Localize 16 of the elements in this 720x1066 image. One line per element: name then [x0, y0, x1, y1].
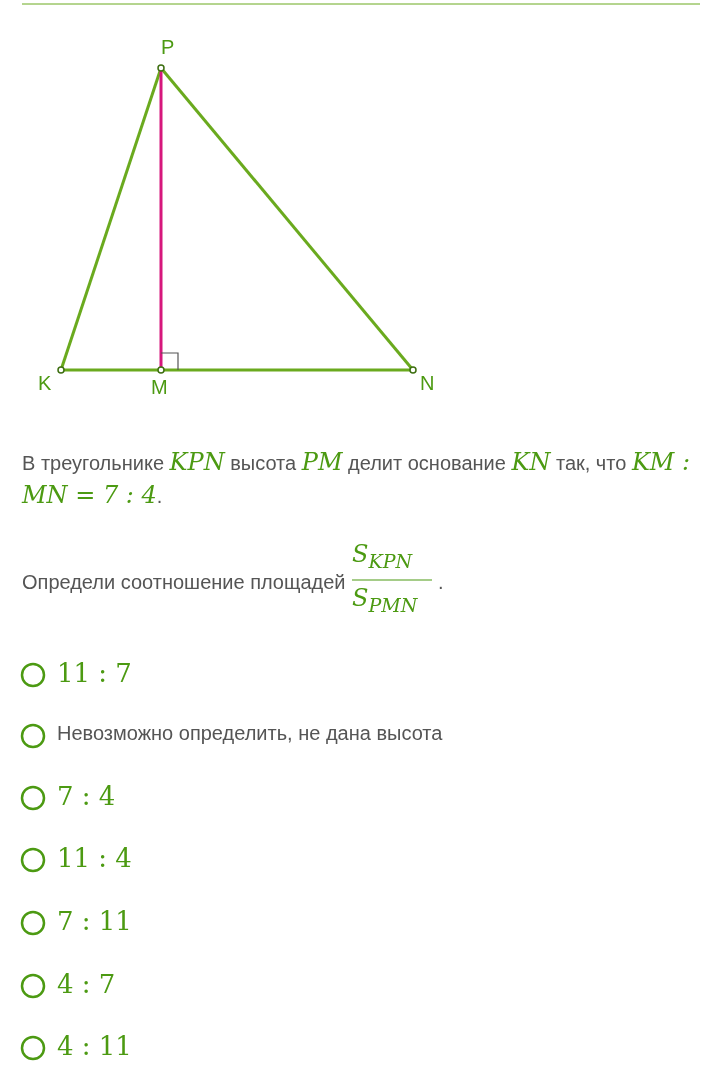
option-label: 7 : 4	[57, 781, 116, 811]
period: .	[438, 570, 444, 595]
option-label: 4 : 11	[57, 1031, 132, 1061]
vertex-label: K	[38, 372, 52, 395]
vertex-label: P	[161, 36, 175, 59]
option-label: Невозможно определить, не дана высота	[57, 722, 443, 745]
vertex-label: M	[151, 376, 168, 399]
fraction-denominator: S$_{PMN}$	[352, 584, 418, 616]
option-label: 7 : 11	[57, 906, 132, 936]
question-text: Определи соотношение площадей	[22, 570, 346, 595]
option-label: 4 : 7	[57, 969, 116, 999]
fraction-numerator: S$_{KPN}$	[352, 540, 413, 572]
option-label: 11 : 4	[57, 843, 132, 873]
vertex-label: N	[420, 372, 435, 395]
question-text: В треугольнике KPN высота PM делит основание KN так, что KM : MN = 7 : 4.	[22, 447, 692, 511]
option-label: 11 : 7	[57, 658, 132, 688]
